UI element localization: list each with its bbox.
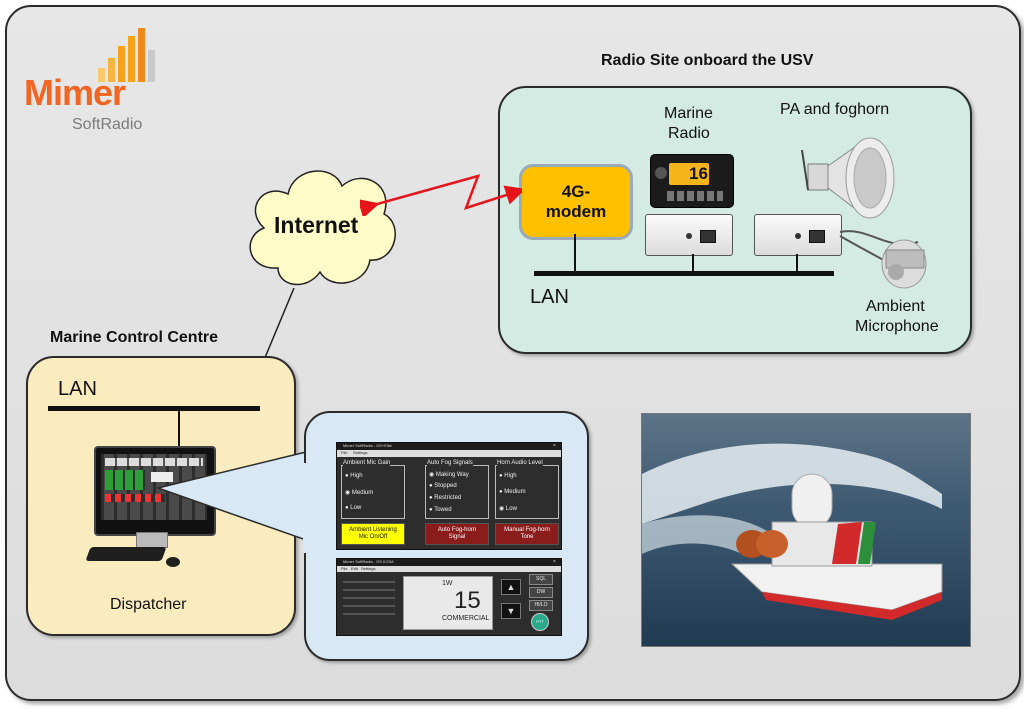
centre-lan-bar (48, 406, 260, 411)
marine-radio-label-line1: Marine (664, 105, 713, 122)
app-bottom-close-icon[interactable]: × (553, 559, 556, 565)
app-bottom-menubar: File Edit Settings (337, 566, 561, 572)
pa-ethernet-port-icon (809, 230, 825, 243)
foghorn-icon (801, 137, 895, 219)
lcd-channel: 15 (454, 587, 481, 614)
modem-label-line2: modem (545, 202, 607, 221)
centre-lan-label: LAN (58, 378, 97, 400)
dw-button[interactable]: DW (529, 587, 553, 598)
radio-channel: 16 (689, 164, 708, 183)
ethernet-port-icon (700, 230, 716, 243)
hilo-button[interactable]: HI/LO (529, 600, 553, 611)
group-horn-audio-title: Horn Audio Level (497, 460, 543, 466)
menu-settings[interactable]: Settings (353, 450, 368, 455)
site-lan-bar (534, 271, 834, 276)
menu-file[interactable]: File (341, 450, 348, 455)
mimer-logo: Mimer SoftRadio (22, 28, 162, 138)
app-top-titlebar: Mimer SoftRadio - DS+Ellie × (337, 443, 561, 450)
dispatcher-label: Dispatcher (110, 596, 187, 613)
pa-foghorn-label: PA and foghorn (780, 101, 890, 118)
lcd-power: 1W (442, 580, 453, 587)
lcd-display: 1W 15 COMMERCIAL (403, 576, 493, 630)
radio-interface-box (645, 214, 733, 256)
modem-4g: 4G-modem (519, 164, 633, 240)
modem-label-line1: 4G- (561, 182, 591, 201)
mic-gain-medium[interactable]: ◉ Medium (345, 490, 374, 496)
horn-high[interactable]: ● High (499, 473, 517, 479)
horn-medium[interactable]: ● Medium (499, 489, 526, 495)
app-window-top: Mimer SoftRadio - DS+Ellie × File Settin… (336, 442, 562, 550)
zoom-callout (155, 451, 307, 542)
menu-edit-2[interactable]: Edit (351, 566, 358, 571)
fog-making-way[interactable]: ◉ Making Way (429, 472, 469, 478)
fog-stopped[interactable]: ● Stopped (429, 483, 457, 489)
pa-lan-drop (796, 254, 798, 272)
usv-boat-image (642, 414, 970, 646)
app-top-close-icon[interactable]: × (553, 443, 556, 449)
menu-settings-2[interactable]: Settings (361, 566, 376, 571)
internet-label: Internet (274, 212, 359, 238)
horn-low[interactable]: ◉ Low (499, 506, 517, 512)
modem-lan-drop (574, 234, 576, 272)
site-lan-label: LAN (530, 286, 569, 308)
radio-lan-drop (692, 254, 694, 272)
mic-label-line1: Ambient (866, 298, 925, 315)
channel-down-button[interactable]: ▼ (501, 603, 521, 619)
app-window-bottom: Mimer SoftRadio - DS ICOM × File Edit Se… (336, 558, 562, 636)
app-bottom-title: Mimer SoftRadio - DS ICOM (343, 559, 394, 564)
group-mic-gain-title: Ambient Mic Gain (343, 460, 391, 466)
radio-site-title: Radio Site onboard the USV (601, 52, 814, 69)
group-fog-signals-title: Auto Fog Signals (427, 460, 473, 466)
app-top-title: Mimer SoftRadio - DS+Ellie (343, 443, 392, 448)
speaker-grille (343, 581, 395, 621)
mic-gain-high[interactable]: ● High (345, 473, 363, 479)
ambient-microphone-icon (839, 230, 927, 289)
internet-cloud-icon (249, 170, 396, 286)
lcd-mode: COMMERCIAL (442, 615, 490, 622)
radio-display (669, 163, 709, 185)
wireless-link (360, 174, 522, 216)
mic-gain-low[interactable]: ● Low (345, 505, 362, 511)
logo-product: SoftRadio (72, 116, 143, 133)
usv-photo (641, 413, 971, 647)
logo-brand: Mimer (24, 72, 126, 113)
fog-restricted[interactable]: ● Restricted (429, 495, 462, 501)
app-bottom-titlebar: Mimer SoftRadio - DS ICOM × (337, 559, 561, 566)
mouse-icon (166, 557, 180, 567)
menu-file-2[interactable]: File (341, 566, 348, 571)
radio-knob-icon (655, 167, 667, 179)
app-top-menubar: File Settings (337, 450, 561, 457)
mic-label-line2: Microphone (855, 318, 939, 335)
control-centre-title: Marine Control Centre (50, 329, 219, 346)
fog-towed[interactable]: ● Towed (429, 507, 452, 513)
pa-interface-box (754, 214, 842, 256)
marine-radio-device: 16 (650, 154, 734, 208)
pc-lan-drop (178, 410, 180, 448)
radio-keys (667, 191, 723, 201)
channel-up-button[interactable]: ▲ (501, 579, 521, 595)
logo-bars-icon (98, 28, 155, 82)
ptt-button[interactable]: PTT (531, 613, 549, 631)
marine-radio-label-line2: Radio (668, 125, 710, 142)
sql-button[interactable]: SQL (529, 574, 553, 585)
